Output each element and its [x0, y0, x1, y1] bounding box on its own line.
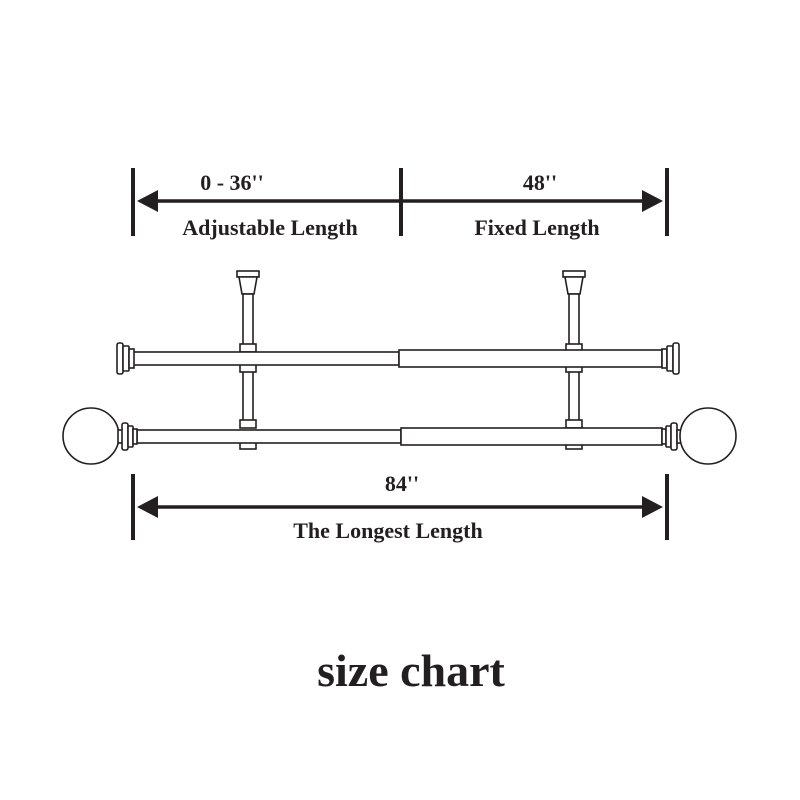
right-ball-finial	[661, 407, 737, 465]
longest-length-value: 84''	[385, 471, 419, 496]
fixed-length-value: 48''	[523, 170, 557, 195]
upper-left-end-cap	[116, 342, 135, 375]
upper-right-end-cap	[661, 342, 680, 375]
lower-fixed-tube	[400, 427, 663, 446]
left-ball-finial	[62, 407, 138, 465]
bottom-right-arrowhead	[642, 496, 663, 518]
left-arrowhead	[137, 190, 158, 212]
upper-rod	[116, 342, 680, 375]
adjustable-length-value: 0 - 36''	[200, 170, 264, 195]
top-dimension: 0 - 36'' Adjustable Length 48'' Fixed Le…	[131, 168, 669, 240]
adjustable-length-label: Adjustable Length	[182, 215, 357, 240]
lower-rod	[62, 407, 737, 465]
upper-fixed-tube	[398, 349, 663, 368]
right-arrowhead	[642, 190, 663, 212]
fixed-length-label: Fixed Length	[474, 215, 599, 240]
bottom-left-arrowhead	[137, 496, 158, 518]
caption: size chart	[317, 645, 505, 696]
lower-adjustable-tube	[136, 429, 402, 444]
upper-adjustable-tube	[132, 351, 400, 366]
longest-length-label: The Longest Length	[293, 518, 482, 543]
bottom-dimension: 84'' The Longest Length	[131, 471, 669, 543]
